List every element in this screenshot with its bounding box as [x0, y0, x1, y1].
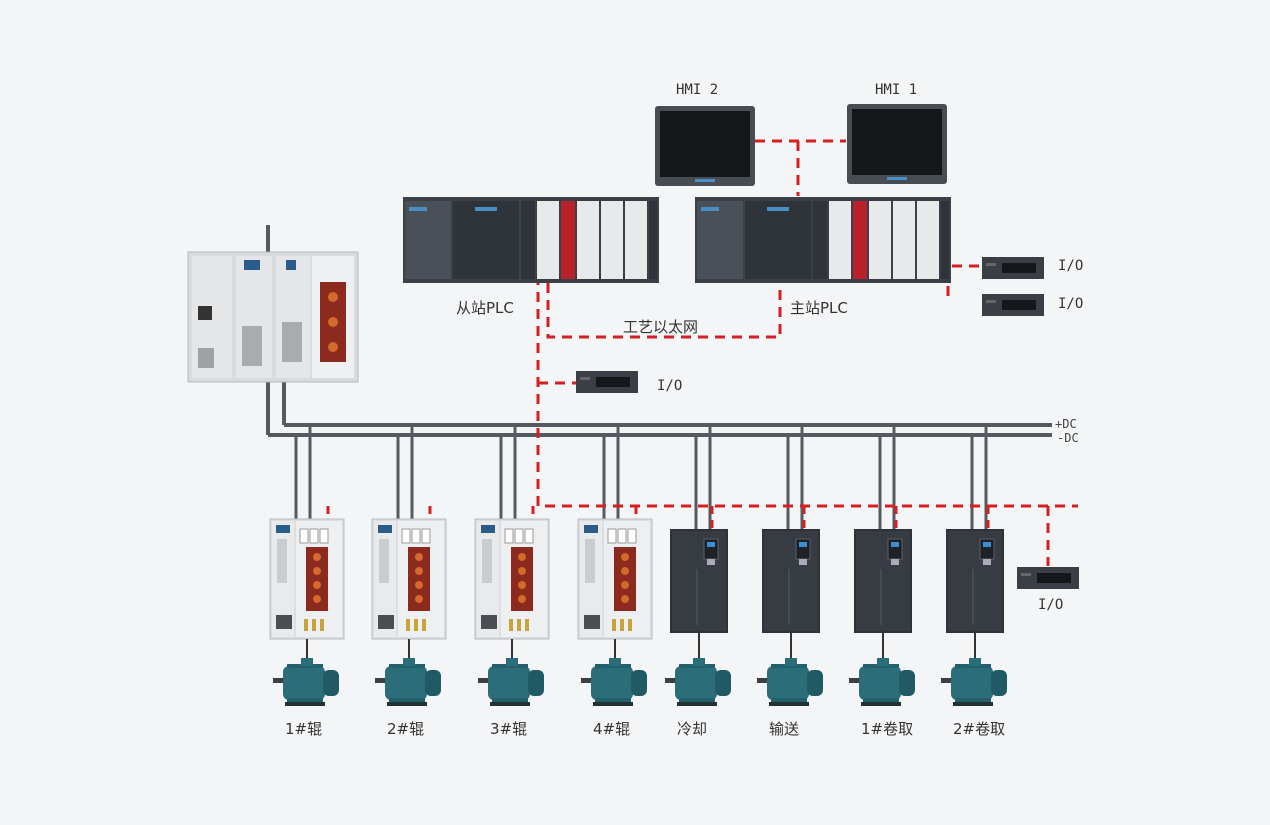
motor-icon — [849, 658, 915, 706]
drive-label: 2#卷取 — [953, 720, 1006, 738]
motor-icon — [375, 658, 441, 706]
drive-unit-4[interactable] — [577, 518, 653, 640]
motor-icon — [757, 658, 823, 706]
io-right-label: I/O — [1038, 597, 1064, 613]
drive-label: 冷却 — [677, 720, 708, 738]
network-drops — [326, 506, 990, 529]
drive-row — [269, 518, 1007, 706]
io-module-middle — [576, 371, 638, 393]
io-module-top-2 — [982, 294, 1044, 316]
drive-unit-7[interactable] — [853, 528, 913, 634]
drive-label: 输送 — [769, 720, 800, 738]
master-plc-label: 主站PLC — [790, 299, 848, 317]
dc-plus-label: +DC — [1055, 417, 1077, 431]
drive-unit-8[interactable] — [945, 528, 1005, 634]
hmi-2-panel[interactable] — [655, 106, 755, 186]
motor-icon — [273, 658, 339, 706]
io-module-right — [1017, 567, 1079, 589]
slave-plc-label: 从站PLC — [456, 299, 514, 317]
slave-plc — [403, 197, 659, 283]
master-plc — [695, 197, 951, 283]
io-top2-label: I/O — [1058, 296, 1084, 312]
drive-unit-1[interactable] — [269, 518, 345, 640]
io-top1-label: I/O — [1058, 258, 1084, 274]
drive-label: 1#卷取 — [861, 720, 914, 738]
io-middle-label: I/O — [657, 378, 683, 394]
hmi-1-panel[interactable] — [847, 104, 947, 184]
drive-unit-5[interactable] — [669, 528, 729, 634]
drive-label: 1#辊 — [285, 720, 323, 738]
dc-drops — [294, 425, 988, 529]
motor-icon — [941, 658, 1007, 706]
drive-unit-2[interactable] — [371, 518, 447, 640]
motor-icon — [581, 658, 647, 706]
drive-label: 3#辊 — [490, 720, 528, 738]
drive-label: 4#辊 — [593, 720, 631, 738]
io-module-top-1 — [982, 257, 1044, 279]
hmi2-label: HMI 2 — [676, 82, 719, 98]
drive-label: 2#辊 — [387, 720, 425, 738]
motor-icon — [665, 658, 731, 706]
drive-cabinet — [187, 251, 359, 383]
dc-minus-label: -DC — [1057, 431, 1079, 445]
motor-icon — [478, 658, 544, 706]
hmi1-label: HMI 1 — [875, 82, 918, 98]
process-ethernet-label: 工艺以太网 — [623, 318, 699, 336]
ethernet-network — [536, 139, 1078, 566]
drive-unit-6[interactable] — [761, 528, 821, 634]
drive-unit-3[interactable] — [474, 518, 550, 640]
